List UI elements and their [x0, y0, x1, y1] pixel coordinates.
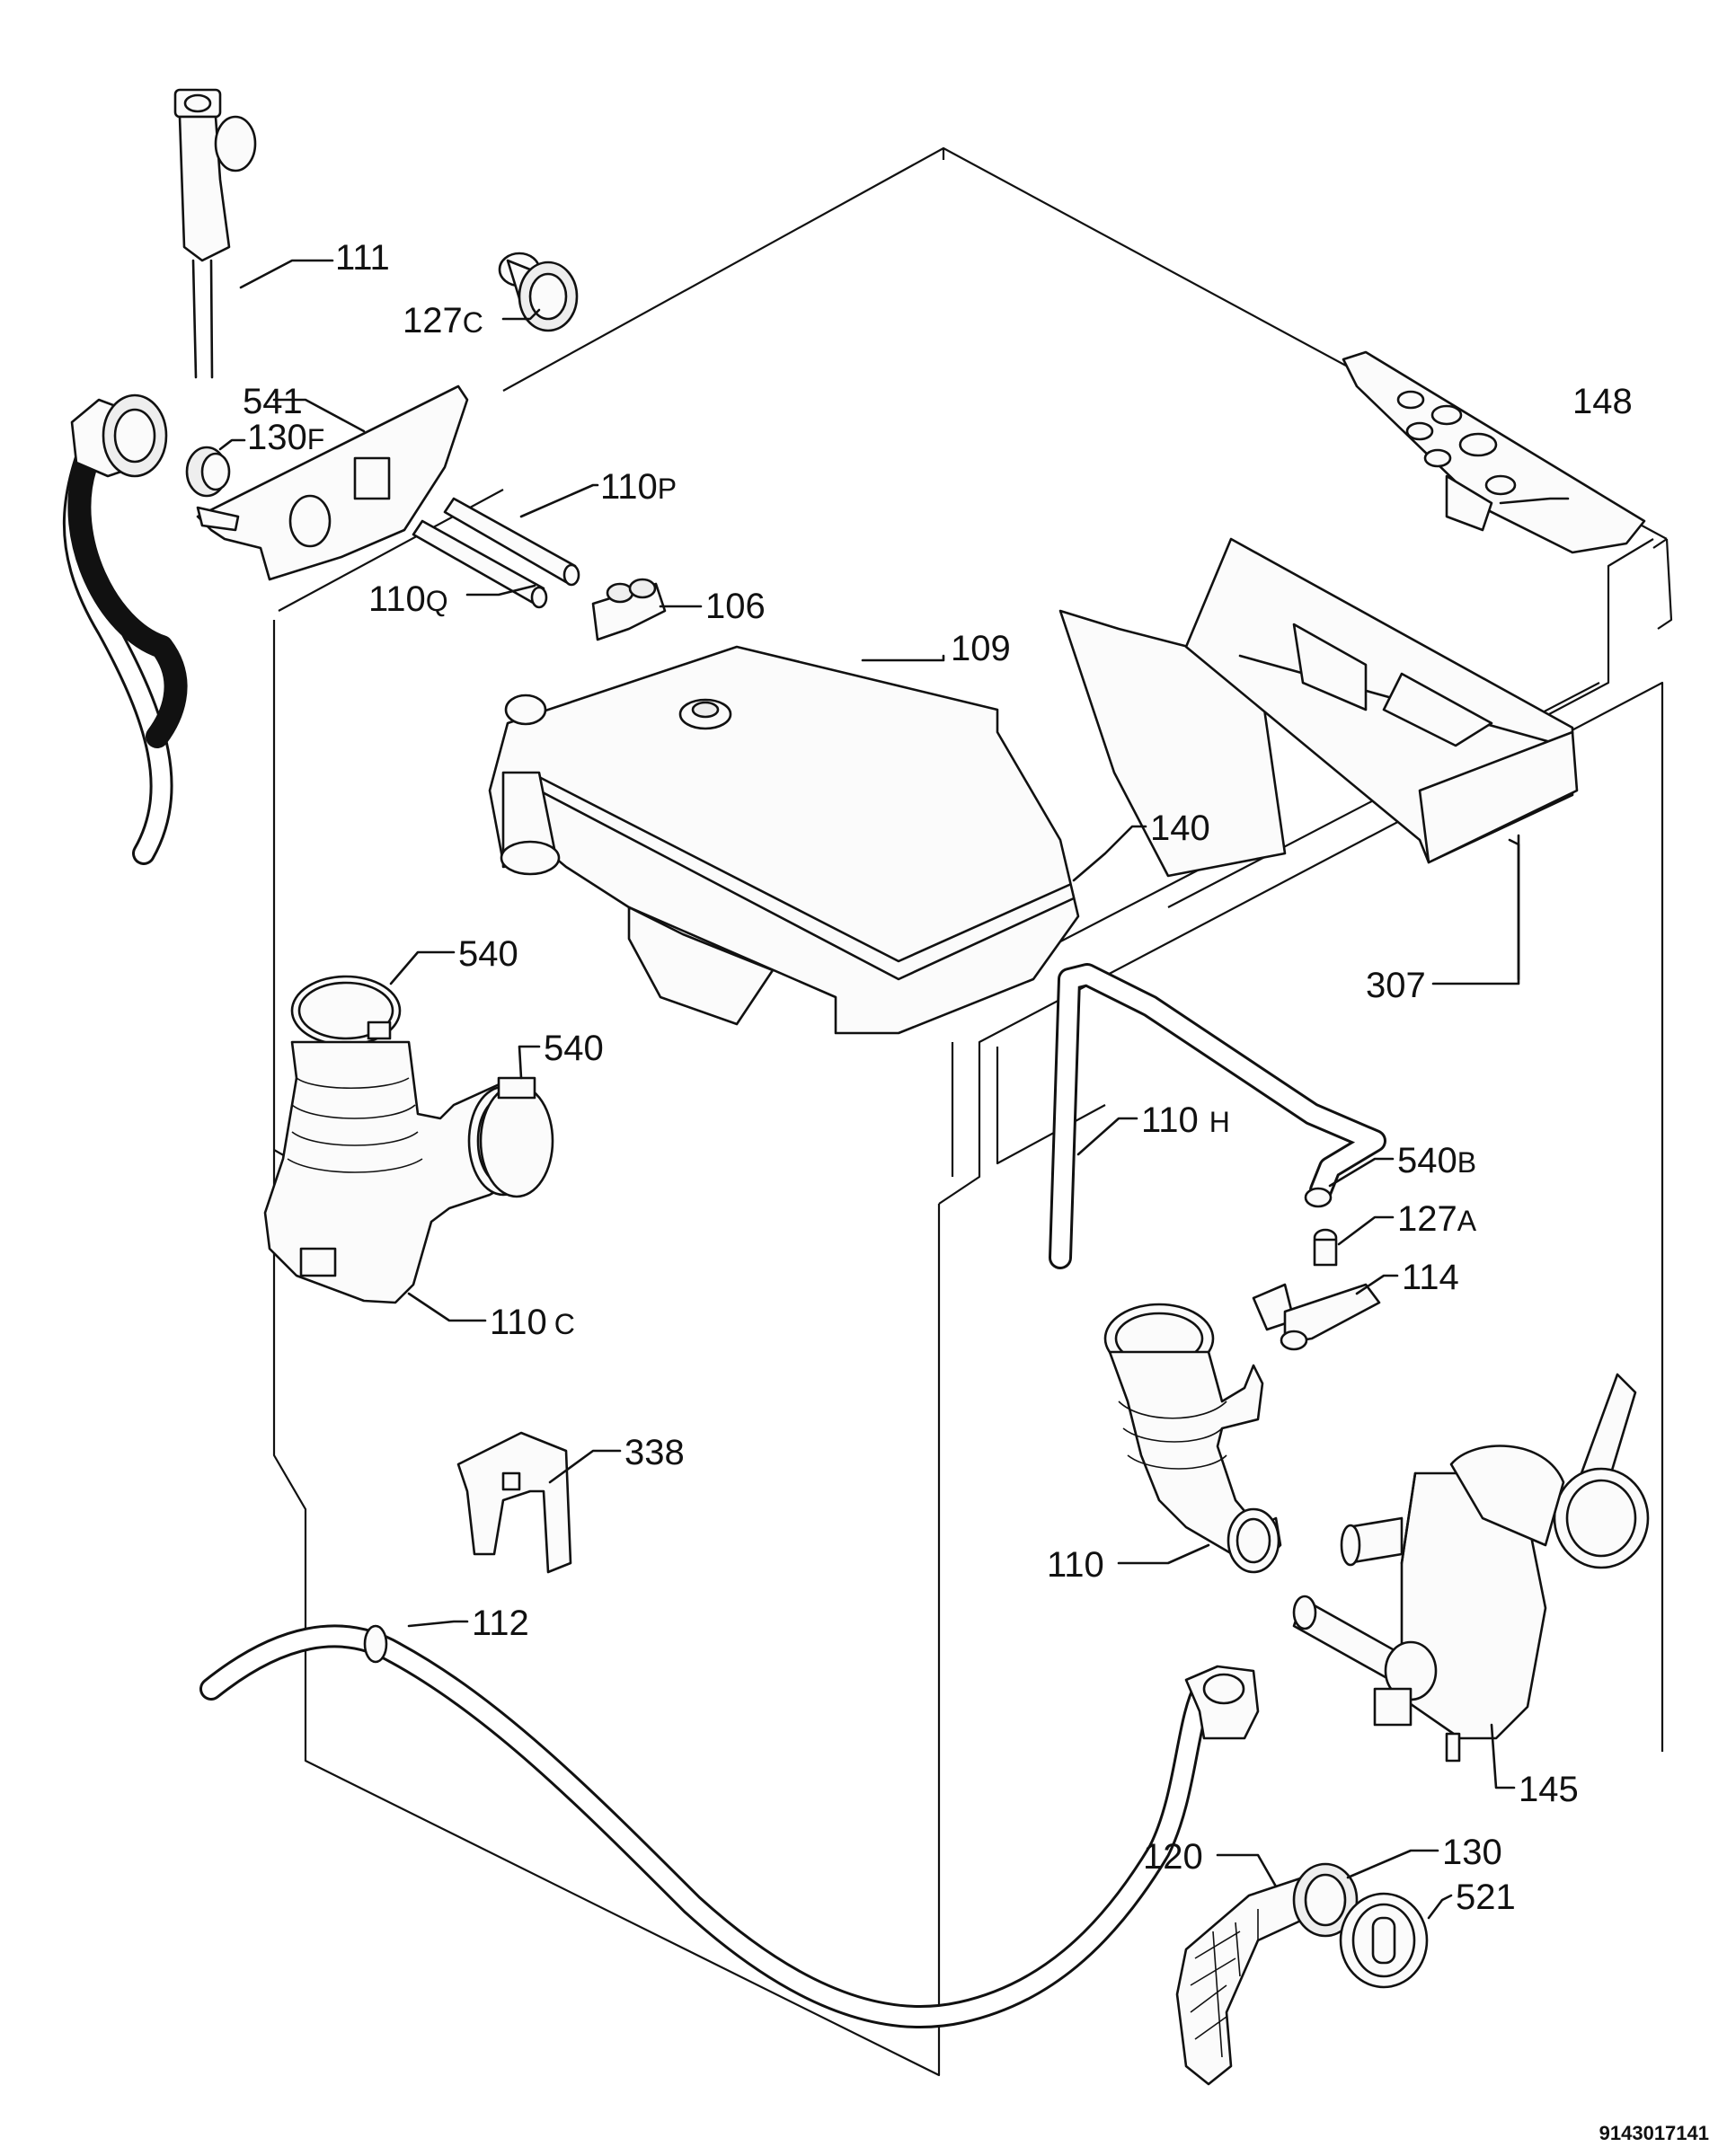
part-120-130-521-filter	[1175, 1862, 1429, 2086]
label-307: 307	[1366, 966, 1426, 1005]
part-left-hose	[62, 393, 188, 865]
label-540b: 540B	[1397, 1141, 1476, 1180]
label-114: 114	[1402, 1258, 1459, 1297]
label-521: 521	[1456, 1878, 1516, 1917]
part-540-clamp-upper	[290, 975, 402, 1047]
label-127a: 127A	[1397, 1199, 1477, 1239]
label-106: 106	[705, 587, 766, 626]
part-110h-hose	[1049, 963, 1386, 1269]
part-109-140-dispenser-housing	[488, 645, 1080, 1035]
part-111-inlet-valve	[173, 88, 257, 379]
part-540-clamp-lower	[479, 1076, 554, 1198]
label-110p: 110P	[600, 467, 677, 507]
label-541: 541	[243, 382, 303, 421]
part-307-detergent-drawer	[1058, 537, 1579, 878]
part-112-drain-hose	[199, 1624, 1260, 2028]
part-106	[591, 578, 667, 641]
label-148: 148	[1572, 382, 1633, 421]
leader-lines	[218, 259, 1570, 1920]
part-130f-gasket	[185, 446, 231, 498]
label-110: 110	[1047, 1545, 1104, 1585]
label-338: 338	[624, 1433, 685, 1472]
part-145-pump	[1292, 1373, 1650, 1763]
part-540b-127a-114	[1252, 1187, 1381, 1351]
label-111: 111	[335, 238, 390, 278]
part-148-bracket	[1342, 350, 1646, 554]
label-120: 120	[1143, 1837, 1203, 1877]
label-127c: 127C	[403, 301, 483, 340]
label-140: 140	[1150, 808, 1210, 848]
label-540-upper: 540	[458, 934, 518, 974]
part-127c-filter	[498, 252, 579, 332]
label-145: 145	[1519, 1770, 1579, 1809]
label-110q: 110Q	[368, 579, 448, 619]
document-code: 9143017141	[1599, 2122, 1709, 2144]
part-110p-110q-tubes	[412, 497, 580, 609]
label-540-lower: 540	[544, 1029, 604, 1068]
part-labels: 111 127C 541 130F 110P 110Q 106 109 148 …	[243, 238, 1709, 2144]
label-130f: 130F	[247, 418, 324, 457]
part-110-pump-hose	[1103, 1303, 1282, 1574]
label-109: 109	[951, 629, 1011, 668]
part-338-clip	[456, 1431, 572, 1574]
label-130: 130	[1442, 1833, 1502, 1872]
part-541-bracket	[196, 384, 469, 581]
label-112: 112	[472, 1604, 529, 1643]
